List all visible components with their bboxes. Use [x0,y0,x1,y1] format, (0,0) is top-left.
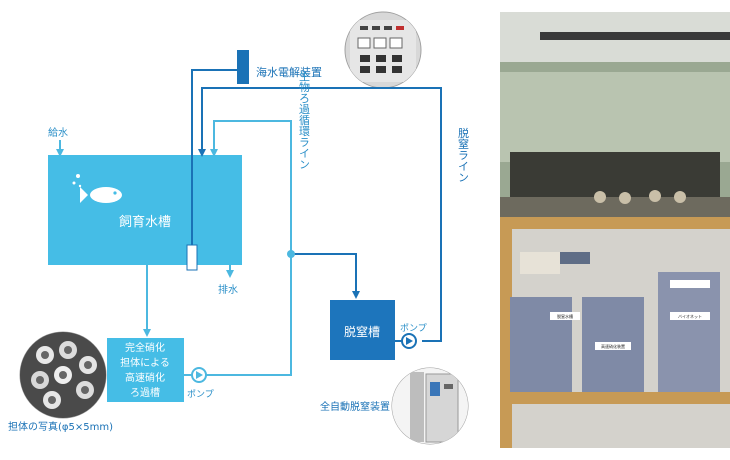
denitrification-tank [330,300,395,360]
electrolysis-probe [186,244,198,271]
facility-photo-drawing: 脱窒水槽 高速硝化装置 バイオネット [500,12,730,448]
pump-icon [401,333,417,349]
electrolysis-pipe [191,69,242,248]
electrolysis-label: 海水電解装置 [256,65,322,79]
photo-tag-1: 脱窒水槽 [557,313,573,319]
auto-denitrifier-label: 全自動脱窒装置 [320,400,390,413]
junction-node [287,250,295,258]
photo-tag-3: バイオネット [678,313,702,319]
denitrification-line [198,87,442,342]
denitrification-line-label: 脱窒ライン [457,126,470,182]
control-panel-photo [344,11,422,89]
electrolysis-unit [237,50,249,84]
biofilter-line-label: 生物ろ過循環ライン [298,69,311,169]
auto-denitrifier-photo [391,367,469,445]
drain-label: 排水 [218,283,238,296]
nitrification-line-3: 高速硝化 [125,371,165,384]
carrier-photo-label: 担体の写真(φ5×5mm) [8,420,113,433]
photo-tag-2: 高速硝化装置 [601,343,625,349]
denitrification-tank-label: 脱窒槽 [344,324,380,339]
nitrification-tank [107,338,184,402]
nitrification-line-4: ろ過槽 [130,386,160,399]
breeding-tank-label: 飼育水槽 [119,214,171,230]
branch-to-denit [291,253,360,299]
fish-icon [72,174,122,203]
carrier-photo [19,331,107,419]
breeding-tank [48,155,242,265]
pump-1-label: ポンプ [187,389,214,400]
facility-photo: 脱窒水槽 高速硝化装置 バイオネット [500,12,730,448]
nitrification-line-2: 担体による [120,357,170,369]
pump-2-label: ポンプ [400,323,427,334]
system-diagram: 飼育水槽 排水 海水電解装置 脱窒ライン 生物ろ過循環ライン 完全硝化 担体によ… [8,11,470,445]
water-supply-label: 給水 [48,126,68,139]
biofilter-line [206,120,292,376]
nitrification-line-1: 完全硝化 [125,341,165,354]
pump-icon [191,367,207,383]
